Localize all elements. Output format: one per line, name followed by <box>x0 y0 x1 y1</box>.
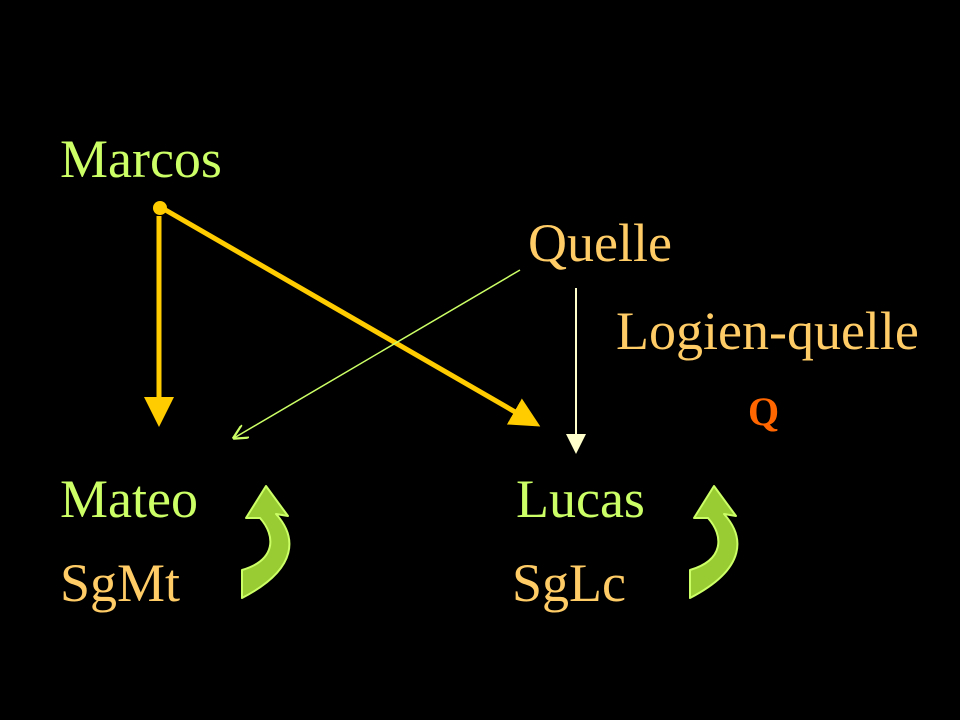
curved-arrow-mateo-icon <box>241 485 291 599</box>
node-marcos: Marcos <box>60 129 222 189</box>
node-q: Q <box>748 389 780 434</box>
node-lucas: Lucas <box>516 469 645 529</box>
node-quelle: Quelle <box>528 213 672 273</box>
marcos-origin-dot <box>153 201 167 215</box>
curved-arrow-lucas-icon <box>689 485 739 599</box>
arrow-marcos-to-lucas <box>160 205 541 427</box>
node-logien-quelle: Logien-quelle <box>616 301 919 361</box>
arrow-quelle-to-mateo <box>234 269 521 438</box>
node-sglc: SgLc <box>512 553 626 613</box>
node-mateo: Mateo <box>60 469 198 529</box>
node-sgmt: SgMt <box>60 553 181 613</box>
